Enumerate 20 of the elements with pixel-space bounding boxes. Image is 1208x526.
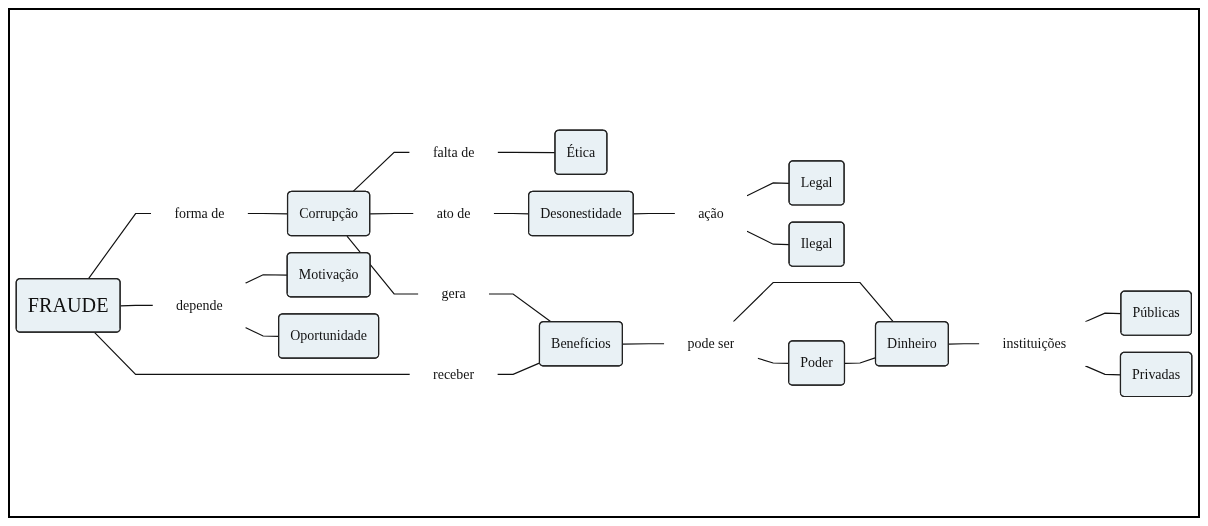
- node-text: ato de: [436, 205, 471, 221]
- connector: [732, 281, 895, 323]
- node-text: depende: [176, 296, 223, 313]
- connector: [352, 151, 411, 193]
- node-text: gera: [441, 285, 466, 301]
- node-text: falta de: [432, 143, 475, 160]
- connector: [369, 212, 415, 215]
- connector: [622, 342, 665, 345]
- connector: [496, 361, 541, 375]
- connector: [87, 212, 152, 280]
- concept-map: FRAUDE forma de Corrupção falta de Ética ato de Desonestidade ação Legal Ilegal gera receber Benefícios pode ser Poder Dinheiro instituições Públicas Privadas depende Motivação Oportunidade: [10, 123, 1198, 403]
- node-text: forma de: [174, 205, 225, 221]
- node-text: instituições: [1002, 335, 1067, 351]
- connector: [488, 293, 552, 323]
- connector: [948, 342, 980, 345]
- connector: [633, 212, 676, 215]
- node-text: receber: [433, 365, 475, 382]
- node-text: pode ser: [687, 335, 735, 351]
- connector: [94, 331, 411, 375]
- node-text: ação: [698, 205, 724, 221]
